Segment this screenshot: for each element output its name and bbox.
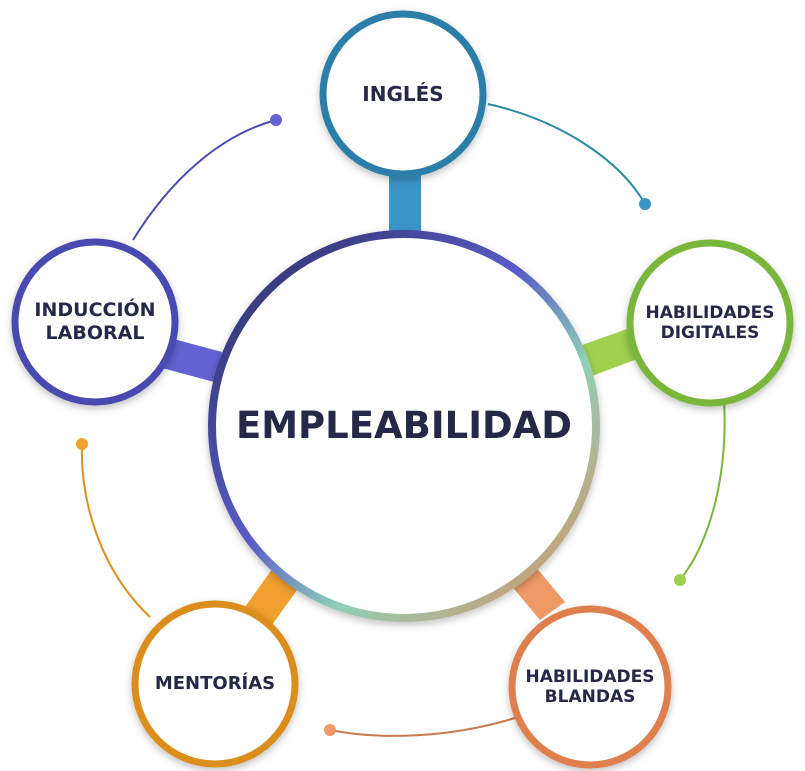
- connector-digitales: [582, 328, 640, 376]
- dot-ingles: [639, 198, 651, 210]
- node-blandas-circle: [508, 605, 672, 769]
- connector-ingles: [389, 172, 421, 232]
- node-induccion-circle: [11, 238, 179, 406]
- dot-digitales: [674, 574, 686, 586]
- node-mentorias-circle: [131, 600, 299, 768]
- node-ingles-circle: [319, 10, 487, 178]
- node-blandas-label: HABILIDADES BLANDAS: [525, 666, 655, 707]
- node-ingles-label: INGLÉS: [362, 82, 444, 106]
- arc-ingles: [487, 103, 646, 205]
- center-label: EMPLEABILIDAD: [235, 403, 573, 447]
- dot-induccion: [270, 114, 282, 126]
- connector-induccion: [162, 338, 222, 382]
- dot-blandas: [324, 724, 336, 736]
- arc-mentorias: [80, 443, 151, 618]
- node-digitales-label: HABILIDADES DIGITALES: [645, 302, 775, 343]
- node-induccion-label: INDUCCIÓN LABORAL: [34, 299, 156, 344]
- arc-induccion: [132, 119, 277, 241]
- node-mentorias-label: MENTORÍAS: [154, 673, 276, 695]
- node-digitales-circle: [626, 239, 794, 407]
- arc-digitales: [679, 399, 726, 581]
- center-circle: [208, 230, 600, 622]
- dot-mentorias: [76, 438, 88, 450]
- arc-blandas: [329, 717, 516, 737]
